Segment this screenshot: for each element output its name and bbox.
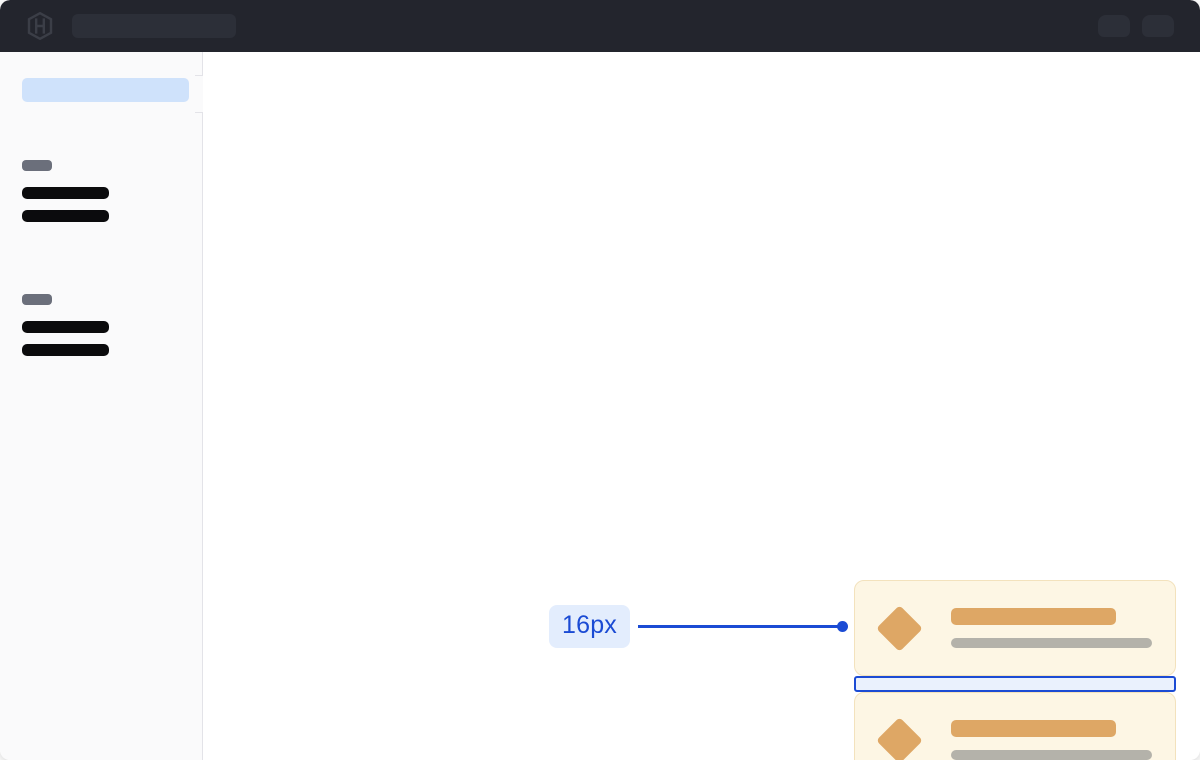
sidebar-item-primary-2[interactable]: [22, 210, 109, 222]
content-card-1[interactable]: [854, 580, 1176, 676]
measurement-value-badge: 16px: [549, 604, 631, 648]
sidebar-item-secondary-2[interactable]: [22, 344, 109, 356]
card-subtitle: [951, 750, 1152, 760]
diamond-icon: [876, 604, 923, 652]
card-subtitle: [951, 638, 1152, 648]
search-input[interactable]: [72, 14, 236, 38]
content-card-2[interactable]: [854, 692, 1176, 760]
card-title: [951, 608, 1116, 625]
header-actions: [1098, 15, 1184, 37]
sidebar-item-selected[interactable]: [22, 78, 189, 102]
app-body: 16px: [0, 52, 1200, 760]
card-stack: [854, 580, 1176, 760]
card-text-block: [951, 720, 1152, 760]
diamond-icon: [876, 716, 923, 760]
gap-highlight-16px: [854, 676, 1176, 692]
hexagon-logo-icon[interactable]: [26, 12, 54, 40]
sidebar-item-primary-1[interactable]: [22, 187, 109, 199]
measurement-endpoint-dot: [837, 620, 849, 632]
card-title: [951, 720, 1116, 737]
app-header: [0, 0, 1200, 52]
header-chip-1[interactable]: [1098, 15, 1130, 37]
sidebar-group-secondary: [0, 294, 202, 356]
card-text-block: [951, 608, 1152, 648]
header-chip-2[interactable]: [1142, 15, 1174, 37]
measurement-annotation: 16px: [549, 604, 849, 648]
sidebar-group-primary: [0, 160, 202, 222]
sidebar-group-label-secondary: [22, 294, 52, 305]
sidebar-item-secondary-1[interactable]: [22, 321, 109, 333]
main-canvas: 16px: [203, 52, 1200, 760]
sidebar: [0, 52, 210, 760]
measurement-leader-line: [638, 624, 839, 628]
sidebar-group-label-primary: [22, 160, 52, 171]
